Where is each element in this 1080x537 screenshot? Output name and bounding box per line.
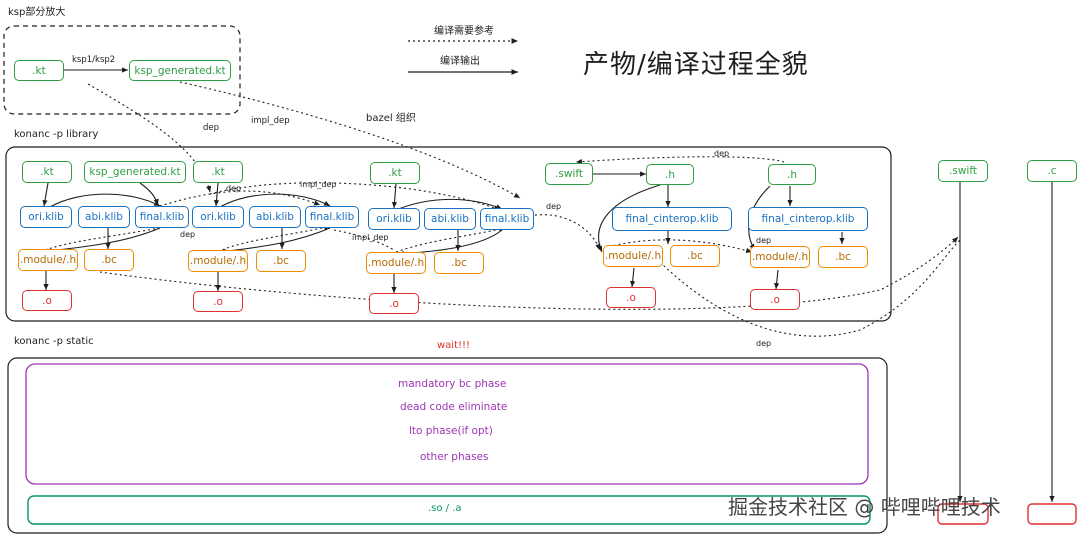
lib-kt-node-3[interactable]: .kt [370,162,420,184]
lib-dep-label-4: dep [714,149,730,158]
final-klib-node-2[interactable]: final.klib [305,206,359,228]
bc-node-4[interactable]: .bc [670,245,720,267]
module-h-node-5[interactable]: .module/.h [750,246,810,268]
lib-h-node-2[interactable]: .h [768,164,816,185]
side-c-node[interactable]: .c [1027,160,1077,182]
side-swift-node[interactable]: .swift [938,160,988,182]
final-cinterop-klib-node-2[interactable]: final_cinterop.klib [748,207,868,231]
bc-node-2[interactable]: .bc [256,250,306,272]
wait-label: wait!!! [437,340,471,351]
module-h-node-4[interactable]: .module/.h [603,245,663,267]
ori-klib-node-3[interactable]: ori.klib [368,208,420,230]
bc-node-1[interactable]: .bc [84,249,134,271]
module-h-node-2[interactable]: .module/.h [188,250,248,272]
final-klib-node-3[interactable]: final.klib [480,208,534,230]
ksp-impl-dep-label: impl_dep [251,116,290,126]
legend-solid-label: 编译输出 [440,56,480,67]
output-bar [27,495,871,525]
bc-node-5[interactable]: .bc [818,246,868,268]
lib-swift-node[interactable]: .swift [545,163,593,185]
side-swift-output [937,503,989,525]
lib-h-node-1[interactable]: .h [646,164,694,185]
phase-group [25,363,869,485]
abi-klib-node-1[interactable]: abi.klib [78,206,130,228]
lib-impl-dep-label-2: impl_dep [352,233,389,242]
lib-dep-label-3: dep [546,202,562,211]
abi-klib-node-3[interactable]: abi.klib [424,208,476,230]
bazel-label: bazel 组织 [366,113,416,124]
lib-dep-label-6: dep [756,339,772,348]
library-container [5,146,892,322]
phase-dead-code-eliminate: dead code eliminate [400,401,508,413]
ksp-dep-label: dep [203,123,220,133]
lib-impl-dep-label-1: impl_dep [300,180,337,189]
module-h-node-1[interactable]: .module/.h [18,249,78,271]
lib-kt-node-1[interactable]: .kt [22,161,72,183]
object-node-1[interactable]: .o [22,290,72,311]
module-h-node-3[interactable]: .module/.h [366,252,426,274]
static-section-label: konanc -p static [14,336,94,347]
phase-other: other phases [420,451,489,463]
ksp-generated-node[interactable]: ksp_generated.kt [129,60,231,81]
page-title: 产物/编译过程全貌 [583,50,809,80]
side-c-output [1027,503,1077,525]
object-node-5[interactable]: .o [750,289,800,310]
edges [41,67,1055,502]
abi-klib-node-2[interactable]: abi.klib [249,206,301,228]
object-node-4[interactable]: .o [606,287,656,308]
legend-dashed-label: 编译需要参考 [434,26,494,37]
lib-dep-label-5: dep [756,236,772,245]
bc-node-3[interactable]: .bc [434,252,484,274]
ksp-container [3,25,241,115]
ksp-kt-node[interactable]: .kt [14,60,64,81]
lib-kt-node-2[interactable]: .kt [193,161,243,183]
library-section-label: konanc -p library [14,129,99,140]
lib-ksp-generated-node[interactable]: ksp_generated.kt [84,161,186,183]
static-output-label: .so / .a [428,503,462,514]
lib-dep-label-1: dep [226,184,242,193]
ori-klib-node-2[interactable]: ori.klib [192,206,244,228]
lib-dep-label-2: dep [180,230,196,239]
phase-mandatory-bc: mandatory bc phase [398,378,507,390]
final-cinterop-klib-node-1[interactable]: final_cinterop.klib [612,207,732,231]
ksp-section-label: ksp部分放大 [8,7,66,18]
static-container [7,357,888,534]
watermark: 掘金技术社区 @ 哔哩哔哩技术 [728,495,1001,519]
phase-lto: lto phase(if opt) [409,425,493,437]
object-node-3[interactable]: .o [369,293,419,314]
ori-klib-node-1[interactable]: ori.klib [20,206,72,228]
ksp-edge-label: ksp1/ksp2 [72,55,116,65]
object-node-2[interactable]: .o [193,291,243,312]
final-klib-node-1[interactable]: final.klib [135,206,189,228]
